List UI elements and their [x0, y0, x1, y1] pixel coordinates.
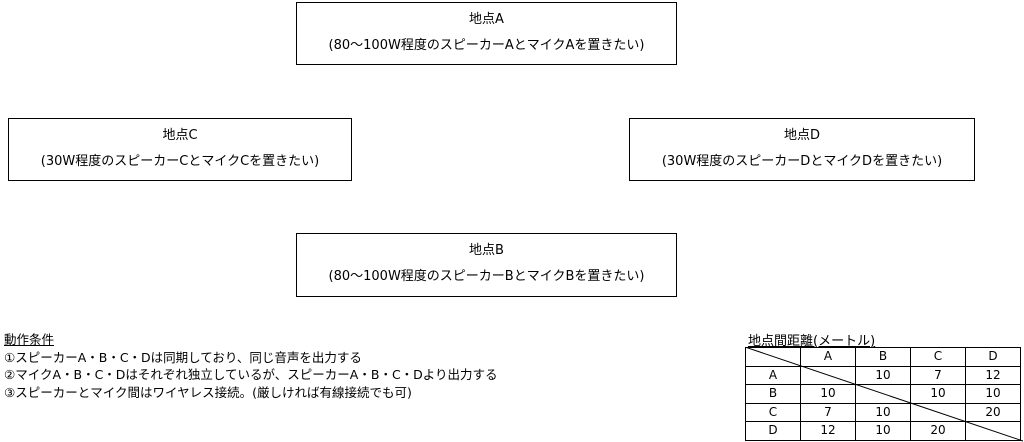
- condition-item: ①スピーカーA・B・C・Dは同期しており、同じ音声を出力する: [4, 349, 362, 365]
- cell: 7: [910, 365, 966, 385]
- row-header: D: [745, 421, 801, 441]
- location-desc: (30W程度のスピーカーCとマイクCを置きたい): [40, 154, 320, 169]
- row-header: A: [745, 365, 801, 385]
- condition-item: ③スピーカーとマイク間はワイヤレス接続。(厳しければ有線接続でも可): [4, 384, 412, 400]
- table-header-row: A B C D: [745, 347, 1021, 367]
- column-header: B: [855, 347, 911, 367]
- location-d-box: 地点D (30W程度のスピーカーDとマイクDを置きたい): [629, 118, 975, 181]
- cell: 10: [855, 365, 911, 385]
- cell: 20: [910, 421, 966, 441]
- cell: 10: [855, 402, 911, 422]
- location-b-box: 地点B (80～100W程度のスピーカーBとマイクBを置きたい): [296, 233, 677, 297]
- row-header: C: [745, 402, 801, 422]
- column-header: D: [965, 347, 1021, 367]
- location-desc: (80～100W程度のスピーカーBとマイクBを置きたい): [328, 269, 645, 284]
- location-desc: (80～100W程度のスピーカーAとマイクAを置きたい): [328, 38, 645, 53]
- cell: [855, 384, 911, 404]
- conditions-heading: 動作条件: [4, 332, 55, 347]
- column-header: A: [800, 347, 856, 367]
- location-desc: (30W程度のスピーカーDとマイクDを置きたい): [661, 154, 943, 169]
- cell: 7: [800, 402, 856, 422]
- location-title: 地点D: [783, 128, 820, 143]
- row-header: B: [745, 384, 801, 404]
- distance-table-title: 地点間距離(メートル): [748, 334, 876, 349]
- location-title: 地点C: [162, 128, 198, 143]
- location-title: 地点B: [469, 243, 504, 258]
- location-c-box: 地点C (30W程度のスピーカーCとマイクCを置きたい): [8, 118, 352, 181]
- cell: 12: [965, 365, 1021, 385]
- cell: 20: [965, 402, 1021, 422]
- column-header: C: [910, 347, 966, 367]
- cell: 10: [910, 384, 966, 404]
- cell: [910, 402, 966, 422]
- location-a-box: 地点A (80～100W程度のスピーカーAとマイクAを置きたい): [296, 2, 677, 65]
- cell: 12: [800, 421, 856, 441]
- cell: [965, 421, 1021, 441]
- cell: [800, 365, 856, 385]
- cell: 10: [965, 384, 1021, 404]
- cell: 10: [855, 421, 911, 441]
- cell: 10: [800, 384, 856, 404]
- corner-cell: [745, 347, 801, 367]
- operating-conditions: 動作条件 ①スピーカーA・B・C・Dは同期しており、同じ音声を出力する ②マイク…: [4, 331, 498, 401]
- condition-item: ②マイクA・B・C・Dはそれぞれ独立しているが、スピーカーA・B・C・Dより出力…: [4, 367, 498, 382]
- location-title: 地点A: [469, 12, 504, 27]
